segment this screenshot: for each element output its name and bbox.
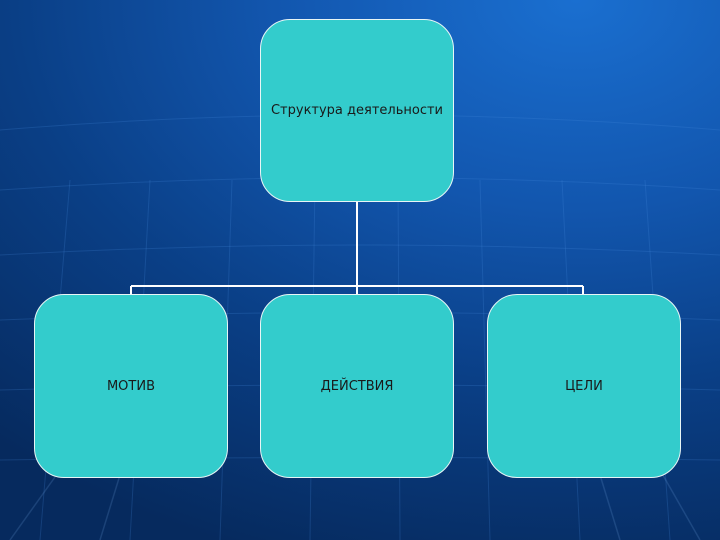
root-node: Структура деятельности bbox=[260, 19, 454, 202]
child-node-label: ДЕЙСТВИЯ bbox=[320, 378, 394, 394]
root-node-label: Структура деятельности bbox=[270, 103, 444, 118]
child-node-goals: ЦЕЛИ bbox=[487, 294, 681, 478]
child-node-motive: МОТИВ bbox=[34, 294, 228, 478]
child-node-label: ЦЕЛИ bbox=[565, 378, 603, 394]
child-node-actions: ДЕЙСТВИЯ bbox=[260, 294, 454, 478]
child-node-label: МОТИВ bbox=[106, 378, 156, 394]
